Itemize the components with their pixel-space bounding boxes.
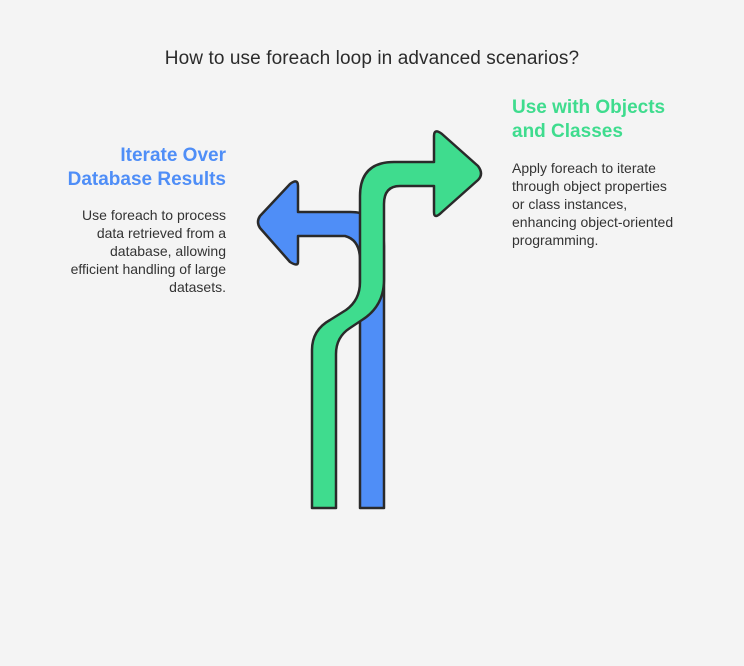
left-desc-line-3: database, allowing — [110, 243, 226, 259]
left-desc-line-4: efficient handling of large — [70, 261, 226, 277]
left-heading-line-2: Database Results — [67, 169, 226, 190]
left-desc-line-1: Use foreach to process — [82, 207, 226, 223]
right-desc-line-4: enhancing object-oriented — [512, 214, 674, 230]
diagram-title: How to use foreach loop in advanced scen… — [164, 48, 580, 69]
left-branch-heading: Iterate Over Database Results — [26, 144, 226, 192]
right-desc-line-1: Apply foreach to iterate — [512, 160, 656, 176]
right-desc-line-2: through object properties — [512, 178, 667, 194]
right-branch-heading: Use with Objects and Classes — [512, 96, 712, 144]
right-branch-description: Apply foreach to iterate through object … — [512, 159, 702, 249]
left-desc-line-2: data retrieved from a — [96, 225, 226, 241]
right-heading-line-2: and Classes — [512, 121, 623, 142]
right-heading-line-1: Use with Objects — [512, 97, 666, 118]
green-right-arrow — [310, 130, 483, 510]
left-desc-line-5: datasets. — [169, 279, 226, 295]
right-desc-line-3: or class instances, — [512, 196, 628, 212]
right-desc-line-5: programming. — [512, 232, 599, 248]
left-heading-line-1: Iterate Over — [120, 145, 226, 166]
left-branch-description: Use foreach to process data retrieved fr… — [46, 206, 226, 296]
